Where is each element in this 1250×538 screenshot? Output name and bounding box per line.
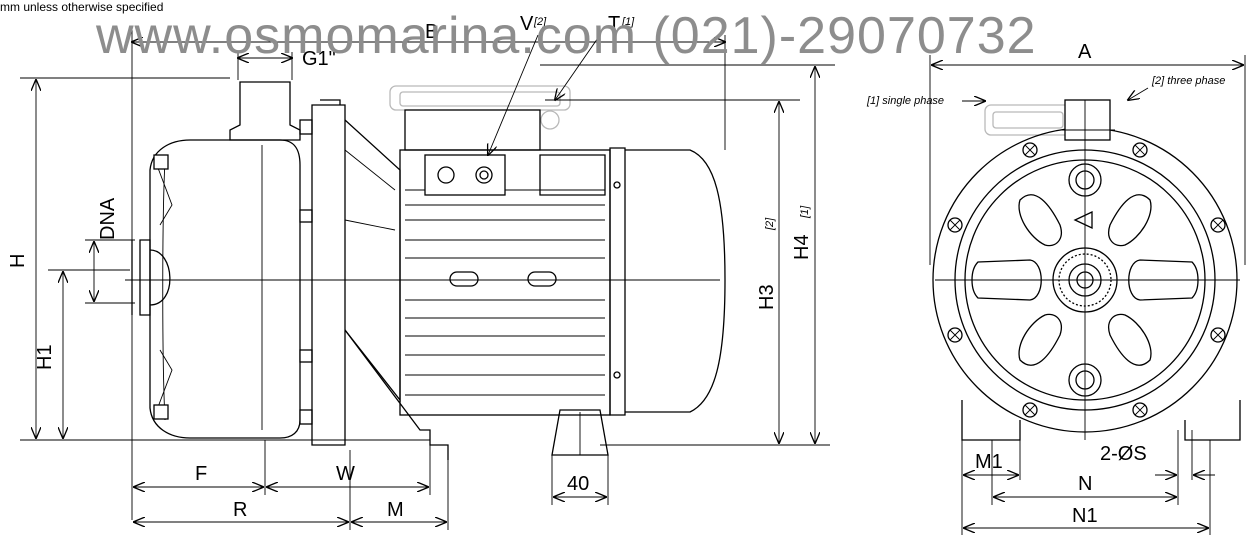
fan-openings bbox=[971, 194, 1199, 366]
label-b: B bbox=[425, 21, 438, 43]
legend-three-phase: [2] three phase bbox=[1151, 75, 1225, 87]
legend-single-phase: [1] single phase bbox=[866, 95, 944, 107]
label-h1: H1 bbox=[34, 344, 56, 370]
label-m1: M1 bbox=[975, 451, 1003, 473]
dimension-labels: B V [2] T [1] G1" DNA H H1 H3 [2] H4 [1]… bbox=[7, 13, 1225, 527]
label-t: T bbox=[608, 13, 620, 35]
front-view bbox=[932, 99, 1241, 441]
motor-fins bbox=[405, 189, 605, 396]
label-h: H bbox=[7, 254, 29, 268]
label-n1: N1 bbox=[1072, 505, 1098, 527]
label-h4: H4 bbox=[791, 234, 813, 260]
label-r: R bbox=[233, 499, 247, 521]
label-2-os: 2-ØS bbox=[1100, 443, 1147, 465]
label-f: F bbox=[195, 463, 207, 485]
side-view bbox=[125, 81, 726, 460]
label-v: V bbox=[520, 13, 534, 35]
label-h3: H3 bbox=[756, 284, 778, 310]
label-v-ref: [2] bbox=[533, 16, 547, 28]
label-h4-ref: [1] bbox=[799, 205, 811, 219]
label-dna: DNA bbox=[97, 197, 119, 240]
label-n: N bbox=[1078, 473, 1092, 495]
three-phase-terminal-box bbox=[404, 109, 606, 196]
label-g1: G1" bbox=[302, 48, 336, 70]
label-a: A bbox=[1078, 41, 1092, 63]
front-view-dimensions bbox=[929, 55, 1246, 535]
label-m: M bbox=[387, 499, 404, 521]
front-bolts bbox=[947, 142, 1226, 418]
label-w: W bbox=[336, 463, 355, 485]
units-note: mm unless otherwise specified bbox=[0, 0, 164, 14]
single-phase-terminal-box-outline bbox=[389, 85, 571, 130]
watermark: www.osmomarina.com (021)-29070732 bbox=[96, 7, 1037, 65]
label-h3-ref: [2] bbox=[764, 217, 776, 231]
label-t-ref: [1] bbox=[621, 16, 635, 28]
volute-bolts bbox=[153, 119, 313, 425]
label-40: 40 bbox=[567, 473, 589, 495]
side-view-dimensions bbox=[20, 30, 835, 530]
